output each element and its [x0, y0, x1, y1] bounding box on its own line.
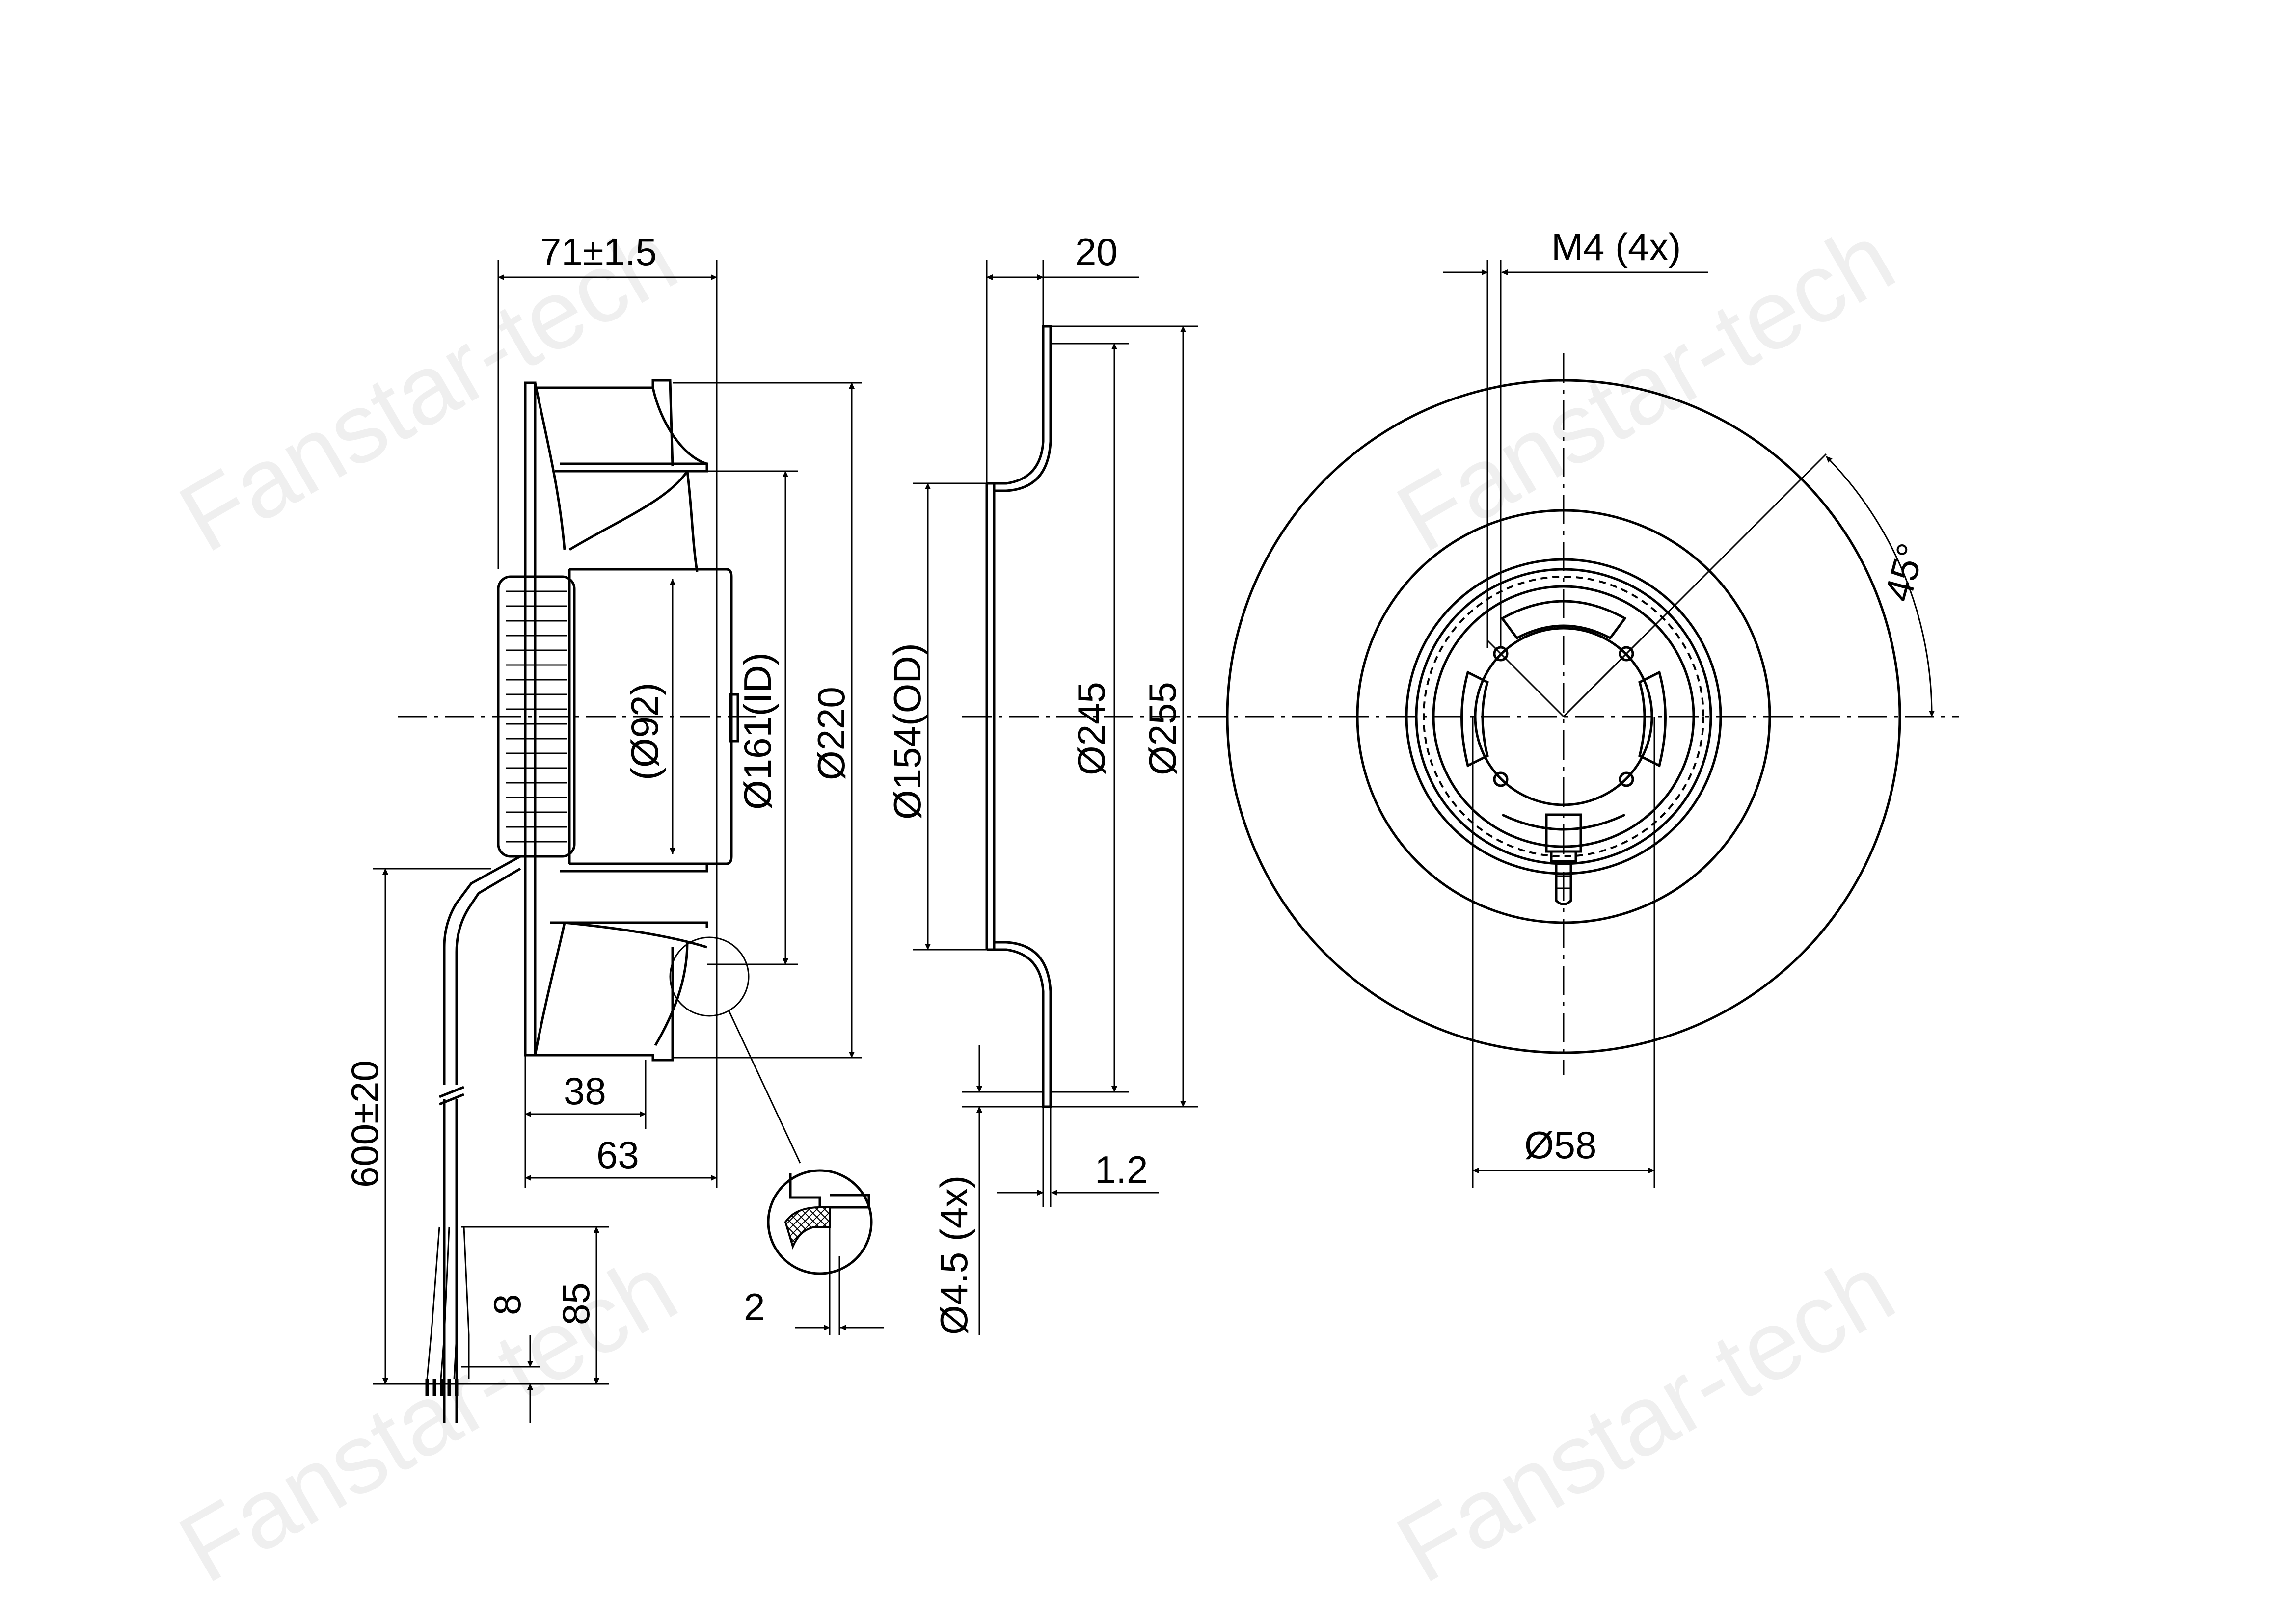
dim-hole: Ø4.5 (4x): [932, 1045, 1043, 1335]
detail-view: 2: [744, 1169, 884, 1335]
side-view: [398, 379, 801, 1423]
dim-center-dia: Ø58: [1472, 717, 1655, 1188]
watermark-text: Fanstar-tech: [1379, 1233, 1912, 1603]
dim-hub: (Ø92): [623, 579, 675, 854]
dim-thread: M4 (4x): [1443, 225, 1708, 648]
label-inlet-id: Ø161(ID): [736, 652, 779, 810]
label-angle: 45°: [1876, 539, 1933, 606]
dim-impeller-od: Ø220: [673, 382, 862, 1059]
label-outer-dia: Ø255: [1141, 682, 1184, 775]
label-bolt-circle: Ø245: [1070, 682, 1113, 775]
label-cable-length: 600±20: [343, 1060, 386, 1188]
dim-axial-length: 71±1.5: [497, 230, 718, 1188]
dim-bolt-circle: Ø245: [1051, 343, 1129, 1093]
dim-inlet-od: Ø154(OD): [886, 482, 987, 951]
dim-sheet: 1.2: [997, 1107, 1159, 1207]
label-center-dia: Ø58: [1524, 1123, 1596, 1167]
label-strip-85: 85: [554, 1282, 597, 1325]
label-sheet: 1.2: [1095, 1148, 1148, 1191]
label-depth-38: 38: [564, 1069, 606, 1113]
label-thread: M4 (4x): [1551, 225, 1681, 268]
label-gap-2: 2: [744, 1285, 765, 1329]
label-impeller-od: Ø220: [810, 687, 853, 780]
dim-cable-length: 600±20: [343, 868, 609, 1385]
label-strip-8: 8: [486, 1294, 529, 1315]
label-inlet-od: Ø154(OD): [886, 643, 929, 820]
dim-flange-depth: 20: [986, 230, 1139, 483]
motor-fins: [497, 575, 576, 858]
dim-inlet-id: Ø161(ID): [707, 470, 798, 965]
label-hub: (Ø92): [623, 683, 666, 780]
watermark-text: Fanstar-tech: [162, 1233, 694, 1603]
label-hole: Ø4.5 (4x): [932, 1175, 975, 1335]
dim-depths: 38 63: [524, 1055, 717, 1188]
dim-strip: 8 85: [461, 1226, 609, 1423]
front-view: [1198, 353, 1959, 1075]
label-depth-63: 63: [596, 1133, 639, 1176]
label-flange-depth: 20: [1075, 230, 1118, 273]
dim-outer-dia: Ø255: [1051, 325, 1198, 1108]
label-axial-length: 71±1.5: [540, 230, 657, 273]
